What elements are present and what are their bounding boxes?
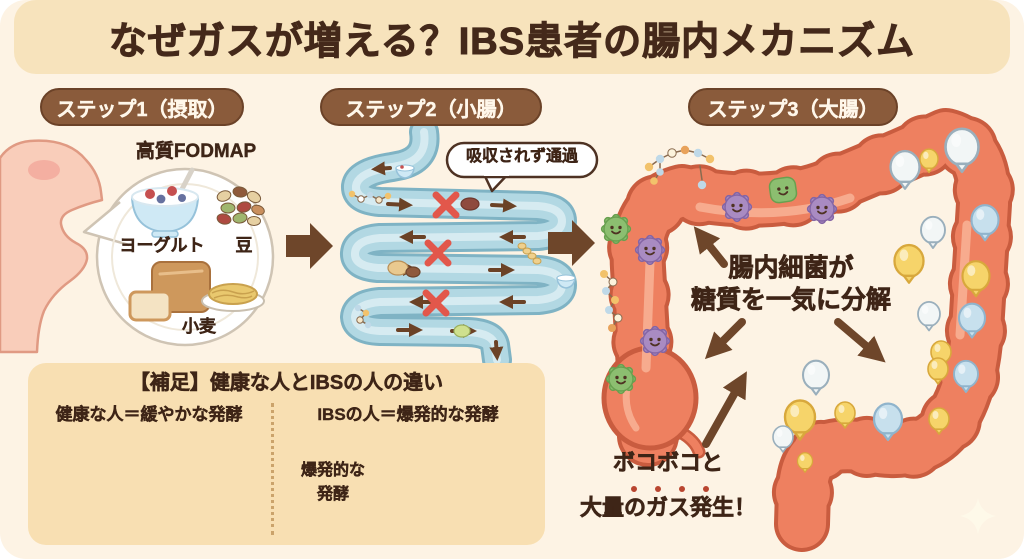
beans-icon [216, 186, 265, 226]
beans-label: 豆 [235, 236, 253, 255]
sparkle-icon [960, 498, 996, 534]
step-badge-2: ステップ2（小腸） [320, 88, 542, 126]
wheat-label: 小麦 [182, 317, 216, 336]
supplement-title: 【補足】健康な人とIBSの人の違い [129, 372, 444, 395]
gas-caption-line1: ボコボコと [612, 450, 724, 476]
yogurt-icon [130, 167, 200, 238]
page-title: なぜガスが増える？IBS患者の腸内メカニズム [108, 20, 916, 63]
no-absorption-x-marks [422, 191, 460, 317]
gas-caption-line2: 大量のガス発生！ [579, 495, 757, 521]
small-intestine-illustration [340, 117, 577, 375]
cheek-blush [28, 160, 60, 180]
healthy-label: 健康な人＝緩やかな発酵 [55, 405, 243, 424]
supplement-box: 【補足】健康な人とIBSの人の違い 健康な人＝緩やかな発酵 IBSの人＝爆発的な… [28, 363, 545, 545]
yogurt-label: ヨーグルト [119, 236, 205, 255]
bacteria-caption-line2: 糖質を一気に分解 [690, 286, 892, 315]
face-illustration [0, 139, 104, 354]
ibs-label: IBSの人＝爆発的な発酵 [317, 405, 499, 424]
title-banner: なぜガスが増える？IBS患者の腸内メカニズム [14, 0, 1010, 74]
explosive-note-line2: 発酵 [316, 486, 349, 503]
bacteria-caption-line1: 腸内細菌が [728, 254, 854, 283]
fodmap-label: 高質FODMAP [135, 141, 257, 162]
pasta-icon [201, 283, 265, 312]
step-arrow-2 [548, 220, 595, 266]
wheat-grains [517, 242, 542, 265]
sugar-chain-a [348, 190, 392, 204]
absorption-bubble [445, 141, 599, 193]
step-arrow-1 [286, 223, 333, 269]
step-badge-3: ステップ3（大腸） [688, 88, 898, 126]
step-badge-1: ステップ1（摂取） [40, 88, 244, 126]
sugar-chain-colon-left [600, 270, 623, 332]
sugar-chain-colon-top [644, 145, 715, 190]
large-intestine-illustration [600, 105, 1016, 555]
explosive-fermentation-note: 爆発的な 発酵 [278, 459, 388, 507]
food-particles [348, 164, 576, 338]
bacteria-caption: 腸内細菌が 糖質を一気に分解 [666, 252, 916, 316]
dotted-divider [271, 403, 274, 535]
reaction-arrows [693, 226, 886, 448]
emphasis-dots [631, 486, 709, 492]
explosive-note-line1: 爆発的な [300, 462, 365, 479]
absorption-bubble-label: 吸収されず通過 [465, 148, 578, 165]
food-bubble [82, 167, 275, 347]
bread-icon [128, 261, 211, 322]
sugar-chain-b [354, 304, 372, 329]
gut-bacteria [600, 176, 838, 395]
cecum [601, 345, 706, 459]
